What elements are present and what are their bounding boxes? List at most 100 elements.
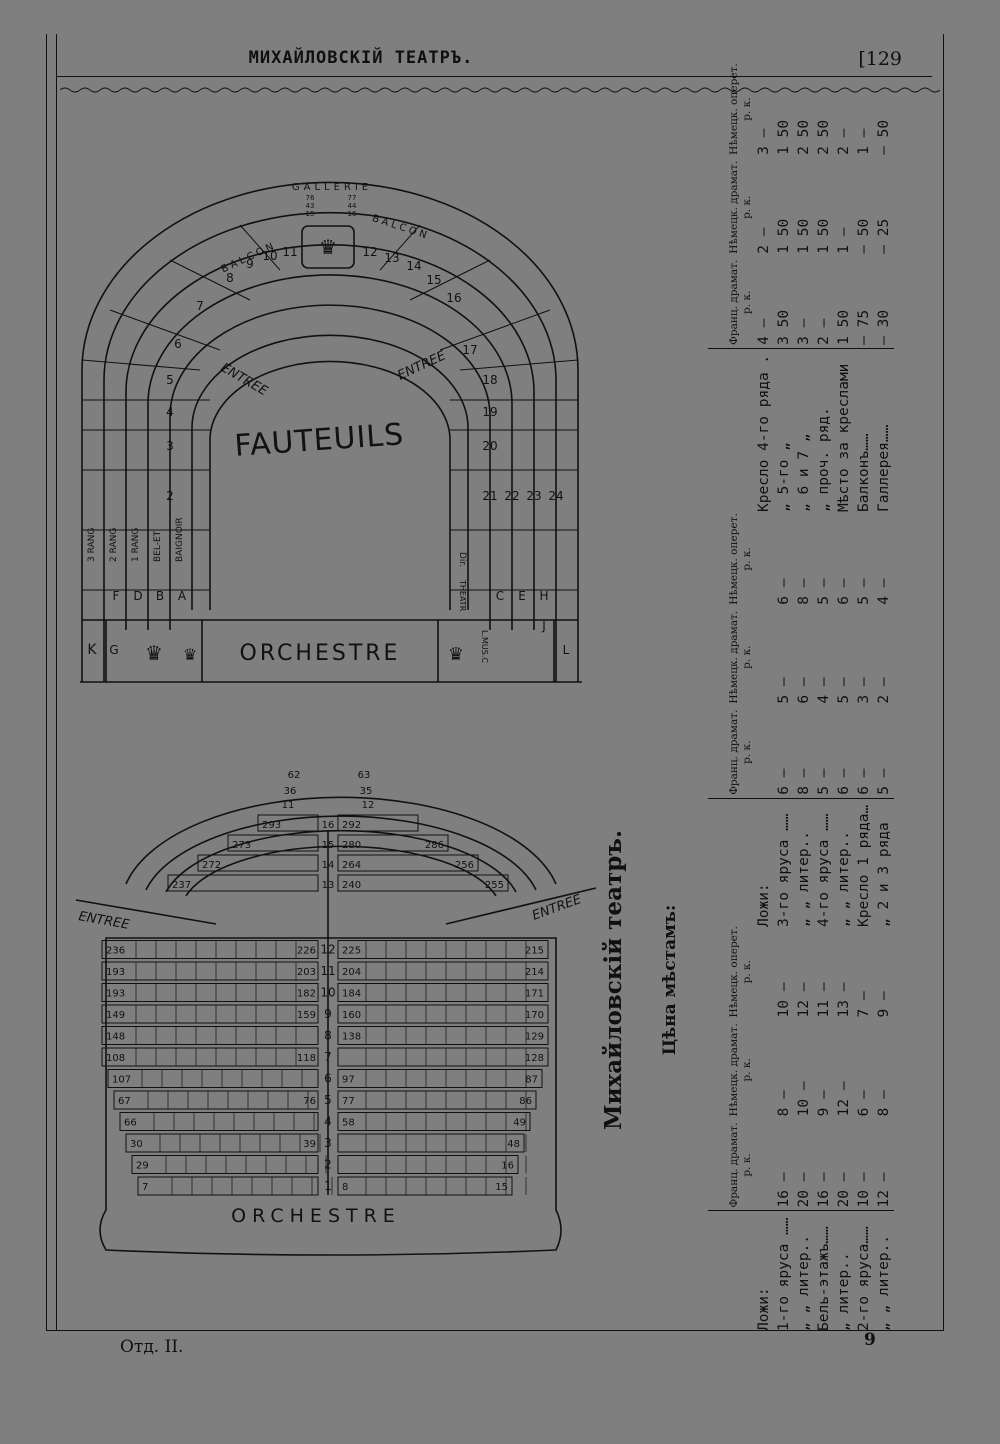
price-french: 8 — [796,768,812,795]
price-german-drama: 1 50 [796,218,812,254]
label-fauteuils: FAUTEUILS [233,417,405,464]
seat-number: 273 [232,840,251,851]
price-german-drama: 8 — [876,1090,892,1117]
balcony-row-left [257,814,319,832]
tier-label-2-rang: 2 RANG [109,528,119,562]
seat-number-start: 204 [342,967,361,978]
label-entree-lower-left: ENTREE [77,909,131,933]
gallery-number: 44 [348,202,357,210]
price-german-drama: 5 — [776,677,792,704]
row-number: 2 [324,1158,332,1172]
stall-row-left [101,1004,319,1024]
tier-label-1-rang: 1 RANG [131,528,141,562]
header-rule [56,76,932,77]
seat-number: 237 [172,880,191,891]
row-letter-k: K [87,642,97,658]
stall-row-right [337,983,549,1002]
price-row: „ „ литер..8 —6 —8 — [794,510,814,930]
stall-row-right [337,940,549,959]
price-row-label: „ „ литер.. [794,798,814,930]
price-row: 4-го яруса ……5 —4 —5 — [814,510,834,930]
col-german-operetta: Нѣмецк. оперет. [728,925,740,1018]
price-german-drama: 12 — [836,1081,852,1117]
box-number: 10 [262,249,277,263]
seat-number-end: 15 [495,1182,508,1193]
seat-number-end: 129 [525,1032,544,1043]
seat-number-end: 76 [303,1096,316,1107]
balcony-row-number: 14 [322,860,335,871]
balcony-row-right [337,854,479,872]
seat-number-end: 214 [525,967,544,978]
row-number: 4 [324,1115,332,1129]
gallery-number: 77 [348,194,357,202]
price-german-operetta: 5 — [856,578,872,605]
gallery-number: 15 [306,210,315,218]
label-theatr: THEATR [458,579,467,612]
crown-icon-right: ♛ [448,644,464,665]
balcony-row-number: 13 [322,880,335,891]
balcony-row-number: 16 [322,820,335,831]
label-lmusc: L.MUS.C [480,630,489,663]
box-number: 13 [384,251,399,265]
stall-row-left [101,983,319,1002]
price-german-drama: 5 — [836,677,852,704]
seat-number-end: 16 [501,1161,514,1172]
unit-label: р. к. [741,1153,753,1177]
price-german-operetta: 1 50 [776,119,792,155]
price-french: 3 50 [776,309,792,345]
gallery-number: 43 [306,202,315,210]
row-number: 3 [324,1136,332,1150]
box-number: 6 [174,337,182,351]
price-french: 5 — [816,768,832,795]
price-row-label: Балконъ…… [854,348,874,515]
col-german-drama: Нѣмецк. драмат. [728,160,740,254]
price-french: 10 — [856,1172,872,1208]
page-inner-rule [56,34,943,1330]
stall-row-left [101,961,319,981]
price-row: 3-го яруса ……6 —5 —6 — [774,510,794,930]
seat-number-start: 107 [112,1075,131,1086]
gallery-number: 76 [306,194,315,202]
price-french: 12 — [876,1172,892,1208]
box-number: 12 [362,245,377,259]
seat-number-start: 160 [342,1010,361,1021]
seat-number: 293 [262,820,281,831]
seat-number-start: 66 [124,1118,137,1129]
unit-label: р. к. [741,740,753,764]
price-row: „ литер..20 —12 —13 — [834,923,854,1334]
price-german-drama: — 25 [876,218,892,254]
seat-number: 286 [425,840,444,851]
row-letter-c: C [496,589,504,603]
price-row-label: 2-го яруса…… [854,1211,874,1334]
tier-label-baignoir: BAIGNOIR [175,517,185,562]
price-heading: Ложи: [754,798,774,930]
balcony-row-left [197,854,319,872]
balcony-row-number: 15 [322,840,335,851]
price-german-drama: 8 — [776,1090,792,1117]
price-french: 5 — [876,768,892,795]
seat-number-end: 87 [525,1075,538,1086]
seat-number-start: 30 [130,1139,143,1150]
row-number: 7 [324,1050,332,1064]
box-number: 21 [482,489,497,503]
stall-row-right [337,1026,549,1045]
tier-seat-number: 11 [282,800,295,811]
price-row: „ „ литер..20 —10 —12 — [794,923,814,1334]
box-number: 20 [482,439,497,453]
seat-number-end: 39 [303,1139,316,1150]
col-french: Франц. драмат. [728,1122,740,1208]
unit-label: р. к. [741,645,753,669]
seat-number-start: 67 [118,1096,131,1107]
col-german-operetta: Нѣмецк. оперет. [728,63,740,155]
stall-row-right [337,1069,543,1088]
unit-label: р. к. [741,290,753,314]
row-letter-b: B [156,589,164,603]
price-table-2: Франц. драмат. Нѣмецк. драмат. Нѣмецк. о… [708,510,894,930]
price-german-drama: 1 50 [776,218,792,254]
price-german-operetta: 2 — [836,128,852,155]
price-row-label: „ 2 и 3 ряда [874,798,894,930]
price-french: — 30 [876,309,892,345]
